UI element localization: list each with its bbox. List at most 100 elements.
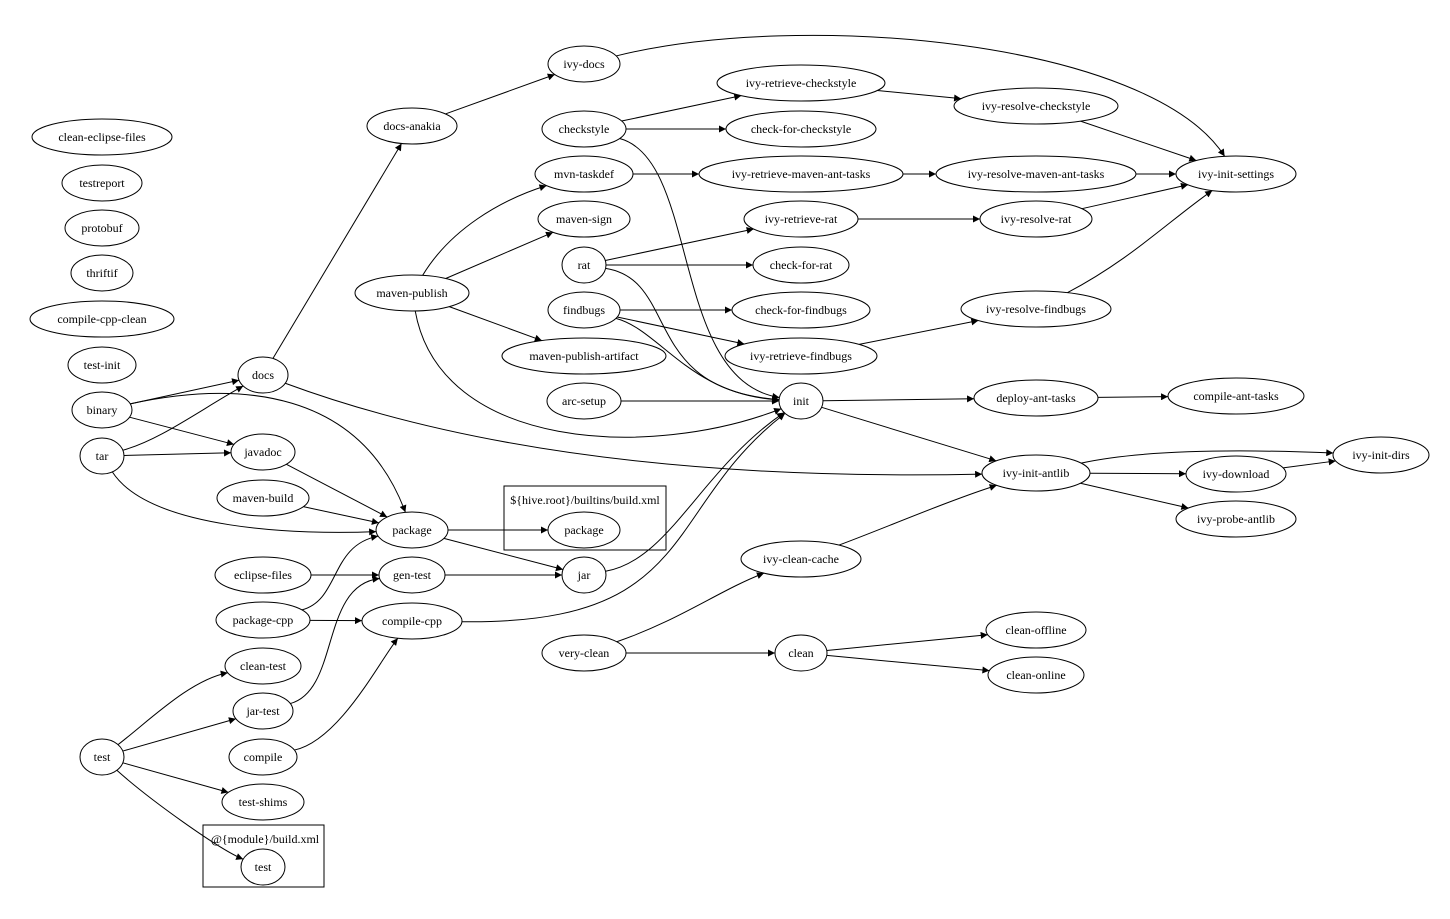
- node-ellipse: [232, 692, 294, 730]
- node-findbugs[interactable]: findbugs: [547, 291, 621, 329]
- node-ivy-retrieve-maven-ant-tasks[interactable]: ivy-retrieve-maven-ant-tasks: [698, 155, 904, 193]
- node-deploy-ant-tasks[interactable]: deploy-ant-tasks: [973, 379, 1099, 417]
- node-label: compile-ant-tasks: [1193, 389, 1279, 403]
- node-ellipse: [71, 391, 133, 429]
- node-protobuf[interactable]: protobuf: [64, 209, 140, 247]
- node-maven-build[interactable]: maven-build: [216, 479, 310, 517]
- node-maven-sign[interactable]: maven-sign: [537, 200, 631, 238]
- node-docs-anakia[interactable]: docs-anakia: [366, 107, 458, 145]
- node-ellipse: [546, 382, 622, 420]
- node-thriftif[interactable]: thriftif: [70, 254, 134, 292]
- node-ivy-resolve-maven-ant-tasks[interactable]: ivy-resolve-maven-ant-tasks: [935, 155, 1137, 193]
- node-jar-test[interactable]: jar-test: [232, 692, 294, 730]
- node-ellipse: [987, 656, 1085, 694]
- node-ellipse: [224, 647, 302, 685]
- node-clean-offline[interactable]: clean-offline: [985, 611, 1087, 649]
- edge-binary-to-javadoc: [129, 416, 235, 447]
- node-test[interactable]: test: [79, 738, 125, 776]
- node-ellipse: [935, 155, 1137, 193]
- node-ivy-init-settings[interactable]: ivy-init-settings: [1175, 155, 1297, 193]
- node-test-init[interactable]: test-init: [67, 346, 137, 384]
- node-label: mvn-taskdef: [554, 167, 614, 181]
- node-ellipse: [716, 64, 886, 102]
- node-gen-test[interactable]: gen-test: [378, 556, 446, 594]
- node-label: test-shims: [239, 795, 288, 809]
- node-ivy-probe-antlib[interactable]: ivy-probe-antlib: [1175, 500, 1297, 538]
- node-ivy-retrieve-checkstyle[interactable]: ivy-retrieve-checkstyle: [716, 64, 886, 102]
- node-clean[interactable]: clean: [774, 634, 828, 672]
- node-ivy-resolve-checkstyle[interactable]: ivy-resolve-checkstyle: [953, 87, 1119, 125]
- node-eclipse-files[interactable]: eclipse-files: [214, 556, 312, 594]
- node-clean-online[interactable]: clean-online: [987, 656, 1085, 694]
- node-ellipse: [221, 783, 305, 821]
- node-checkstyle[interactable]: checkstyle: [541, 110, 627, 148]
- node-label: ivy-init-settings: [1198, 167, 1274, 181]
- node-binary[interactable]: binary: [71, 391, 133, 429]
- node-ivy-docs[interactable]: ivy-docs: [547, 45, 621, 83]
- node-ivy-download[interactable]: ivy-download: [1185, 455, 1287, 493]
- node-clean-eclipse-files[interactable]: clean-eclipse-files: [31, 118, 173, 156]
- edge-jar-to-init: [605, 412, 785, 572]
- node-ellipse: [547, 511, 621, 549]
- node-ellipse: [752, 246, 850, 284]
- node-test-shims[interactable]: test-shims: [221, 783, 305, 821]
- node-mvn-taskdef[interactable]: mvn-taskdef: [534, 155, 634, 193]
- node-check-for-rat[interactable]: check-for-rat: [752, 246, 850, 284]
- node-ellipse: [214, 556, 312, 594]
- node-compile[interactable]: compile: [228, 738, 298, 776]
- node-docs[interactable]: docs: [237, 356, 289, 394]
- node-label: ivy-retrieve-checkstyle: [746, 76, 857, 90]
- node-label: init: [793, 394, 810, 408]
- node-ivy-resolve-rat[interactable]: ivy-resolve-rat: [979, 200, 1093, 238]
- node-maven-publish[interactable]: maven-publish: [354, 274, 470, 312]
- node-ellipse: [31, 118, 173, 156]
- node-ellipse: [981, 454, 1091, 492]
- node-very-clean[interactable]: very-clean: [541, 634, 627, 672]
- node-javadoc[interactable]: javadoc: [230, 433, 296, 471]
- node-label: findbugs: [563, 303, 605, 317]
- node-compile-cpp-clean[interactable]: compile-cpp-clean: [29, 300, 175, 338]
- node-ivy-init-dirs[interactable]: ivy-init-dirs: [1332, 436, 1430, 474]
- edge-test-to-clean-test: [117, 670, 228, 746]
- node-ellipse: [541, 110, 627, 148]
- node-ivy-retrieve-rat[interactable]: ivy-retrieve-rat: [743, 200, 859, 238]
- node-package[interactable]: package: [375, 511, 449, 549]
- edge-javadoc-to-package: [286, 463, 388, 518]
- node-ivy-retrieve-findbugs[interactable]: ivy-retrieve-findbugs: [724, 337, 878, 375]
- node-label: ivy-probe-antlib: [1197, 512, 1275, 526]
- node-label: check-for-rat: [770, 258, 833, 272]
- node-check-for-findbugs[interactable]: check-for-findbugs: [731, 291, 871, 329]
- node-rat[interactable]: rat: [561, 246, 607, 284]
- node-compile-ant-tasks[interactable]: compile-ant-tasks: [1167, 377, 1305, 415]
- node-init[interactable]: init: [778, 382, 824, 420]
- node-jar[interactable]: jar: [561, 556, 607, 594]
- node-label: docs-anakia: [383, 119, 441, 133]
- node-ellipse: [561, 556, 607, 594]
- node-test-module[interactable]: test: [240, 848, 286, 886]
- node-clean-test[interactable]: clean-test: [224, 647, 302, 685]
- node-ivy-resolve-findbugs[interactable]: ivy-resolve-findbugs: [960, 290, 1112, 328]
- node-ellipse: [547, 291, 621, 329]
- edge-tar-to-docs: [122, 385, 244, 451]
- node-ellipse: [774, 634, 828, 672]
- node-testreport[interactable]: testreport: [61, 164, 143, 202]
- node-maven-publish-artifact[interactable]: maven-publish-artifact: [501, 337, 667, 375]
- edge-ivy-download-to-ivy-init-dirs: [1282, 458, 1336, 469]
- node-compile-cpp[interactable]: compile-cpp: [361, 602, 463, 640]
- node-label: protobuf: [81, 221, 122, 235]
- edge-ivy-resolve-findbugs-to-ivy-init-settings: [1067, 190, 1213, 294]
- node-ivy-clean-cache[interactable]: ivy-clean-cache: [740, 540, 862, 578]
- node-ivy-init-antlib[interactable]: ivy-init-antlib: [981, 454, 1091, 492]
- node-arc-setup[interactable]: arc-setup: [546, 382, 622, 420]
- node-label: ivy-resolve-maven-ant-tasks: [968, 167, 1105, 181]
- node-package-builtins[interactable]: package: [547, 511, 621, 549]
- node-label: testreport: [79, 176, 125, 190]
- node-tar[interactable]: tar: [79, 437, 125, 475]
- node-label: clean-online: [1006, 668, 1065, 682]
- edge-package-to-jar: [443, 537, 564, 572]
- edge-binary-to-package: [130, 393, 407, 513]
- node-package-cpp[interactable]: package-cpp: [215, 601, 311, 639]
- edge-test-to-test-module: [116, 769, 244, 860]
- node-check-for-checkstyle[interactable]: check-for-checkstyle: [725, 110, 877, 148]
